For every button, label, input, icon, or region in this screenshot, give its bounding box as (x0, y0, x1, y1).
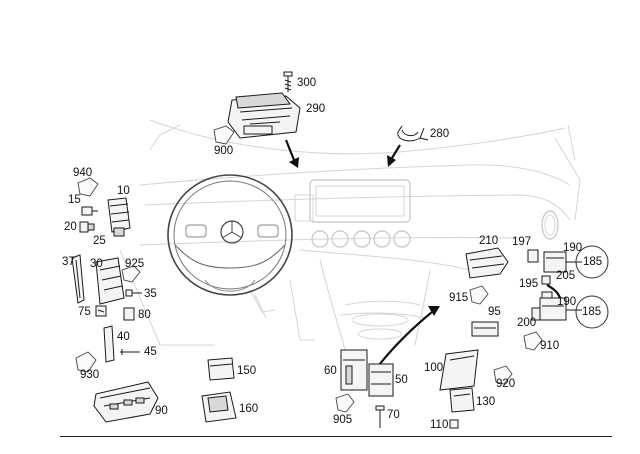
part-20-clip (79, 221, 95, 233)
label-30: 30 (90, 258, 103, 270)
label-940: 940 (73, 167, 93, 179)
label-185-bottom: 185 (582, 306, 602, 318)
part-50-unit (368, 363, 394, 397)
label-45: 45 (144, 346, 157, 358)
part-910-label (523, 331, 543, 351)
label-40: 40 (117, 331, 130, 343)
label-930: 930 (80, 369, 100, 381)
part-37-harness (71, 254, 85, 304)
label-90: 90 (155, 405, 168, 417)
part-60-unit (340, 349, 368, 391)
label-920: 920 (496, 378, 516, 390)
part-190-top-module (543, 245, 609, 279)
label-15: 15 (68, 194, 81, 206)
part-925-label (121, 265, 141, 283)
label-280: 280 (430, 128, 450, 140)
part-100-panel (439, 349, 479, 391)
label-905: 905 (333, 414, 353, 426)
part-130-bracket (449, 387, 475, 413)
part-290-module (227, 92, 301, 139)
label-205: 205 (556, 270, 576, 282)
arrows (284, 139, 565, 375)
label-150: 150 (237, 365, 257, 377)
part-110-screw (449, 419, 459, 429)
label-210: 210 (479, 235, 499, 247)
part-95-module (471, 321, 499, 337)
part-80-clip (123, 307, 135, 321)
label-110: 110 (430, 419, 449, 431)
part-300-screw (283, 71, 293, 92)
part-75-clip (95, 305, 107, 317)
label-925: 925 (125, 258, 145, 270)
label-195: 195 (519, 278, 539, 290)
label-20: 20 (64, 221, 77, 233)
part-920-label (493, 365, 513, 385)
label-910: 910 (540, 340, 560, 352)
part-940-label (77, 177, 99, 197)
label-75: 75 (78, 306, 91, 318)
part-280-bracket (397, 125, 429, 142)
label-190-bottom: 190 (557, 296, 577, 308)
label-185-top: 185 (583, 256, 603, 268)
part-905-label (335, 393, 355, 413)
part-197-connector (527, 249, 539, 263)
label-100: 100 (424, 362, 444, 374)
part-15-connector (81, 206, 98, 216)
label-37: 37 (62, 256, 75, 268)
label-35: 35 (144, 288, 157, 300)
part-210-harness (465, 247, 509, 279)
label-10: 10 (117, 185, 130, 197)
label-290: 290 (306, 103, 326, 115)
part-200-clip (531, 307, 541, 321)
label-70: 70 (387, 409, 400, 421)
part-150-module (207, 357, 235, 381)
part-160-bracket (201, 391, 237, 423)
steering-wheel (167, 174, 293, 296)
part-90-control-unit (93, 381, 159, 423)
part-205-relay (541, 275, 551, 285)
label-160: 160 (239, 403, 259, 415)
label-50: 50 (395, 374, 408, 386)
label-200: 200 (517, 317, 537, 329)
label-190-top: 190 (563, 242, 583, 254)
part-30-module (95, 257, 125, 305)
label-300: 300 (297, 77, 317, 89)
part-35-bolt (125, 289, 142, 297)
part-40-panel (103, 325, 115, 363)
label-130: 130 (476, 396, 496, 408)
label-25: 25 (93, 235, 106, 247)
label-915: 915 (449, 292, 469, 304)
label-95: 95 (488, 306, 501, 318)
label-80: 80 (138, 309, 151, 321)
part-70-screw (375, 405, 385, 428)
label-900: 900 (214, 145, 234, 157)
label-197: 197 (512, 236, 532, 248)
part-45-screw (120, 349, 140, 355)
central-display (294, 179, 411, 223)
baseline-rule (60, 436, 612, 437)
air-vents (311, 210, 559, 248)
part-915-label (469, 285, 489, 305)
part-930-label (75, 351, 97, 373)
part-10-bracket (107, 197, 131, 237)
part-900-label (213, 125, 235, 145)
dashboard-outline (119, 119, 581, 351)
label-60: 60 (324, 365, 337, 377)
